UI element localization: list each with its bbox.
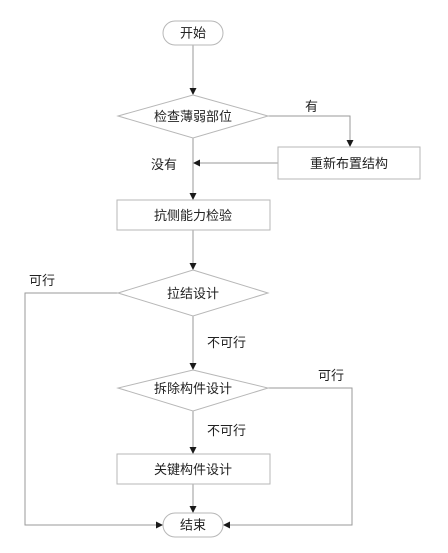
key-member-design-box <box>116 453 271 485</box>
key-member-design-label: 关键构件设计 <box>154 463 232 478</box>
arrow-key-to-end <box>189 506 197 513</box>
tie-design-decision <box>116 269 270 317</box>
edge-label-yes: 有 <box>305 100 318 115</box>
start-label: 开始 <box>180 27 206 42</box>
arrow-tie-to-end <box>156 521 163 529</box>
arrow-remove-to-end <box>223 521 230 529</box>
edge-remove-to-end <box>230 387 353 526</box>
tie-design-label: 拉结设计 <box>167 287 219 302</box>
edge-label-remove-feasible: 可行 <box>318 369 344 384</box>
end-label: 结束 <box>180 519 206 534</box>
edge-label-no: 没有 <box>151 158 177 173</box>
edge-check-to-rearrange <box>268 115 351 140</box>
arrow-rearrange-to-main <box>193 159 200 167</box>
edge-label-tie-infeasible: 不可行 <box>207 336 246 351</box>
member-removal-design-label: 拆除构件设计 <box>154 382 232 397</box>
member-removal-design-decision <box>116 369 270 412</box>
edge-label-remove-infeasible: 不可行 <box>207 424 246 439</box>
start-node <box>162 20 224 46</box>
arrow-remove-to-key <box>189 447 197 454</box>
arrow-tie-to-remove <box>189 363 197 370</box>
end-node <box>162 512 224 538</box>
arrow-check-to-lateral <box>189 193 197 200</box>
arrow-check-to-rearrange <box>346 140 354 147</box>
rearrange-structure-box <box>277 146 421 180</box>
edge-label-tie-feasible: 可行 <box>29 274 55 289</box>
lateral-capacity-check-label: 抗侧能力检验 <box>154 208 232 224</box>
arrow-lateral-to-tie <box>189 263 197 270</box>
check-weak-parts-label: 检查薄弱部位 <box>154 110 232 125</box>
arrow-start-to-check <box>189 88 197 95</box>
rearrange-structure-label: 重新布置结构 <box>310 156 388 172</box>
check-weak-parts-decision <box>116 94 270 139</box>
edge-tie-to-end <box>24 292 156 526</box>
lateral-capacity-check-box <box>116 199 271 231</box>
